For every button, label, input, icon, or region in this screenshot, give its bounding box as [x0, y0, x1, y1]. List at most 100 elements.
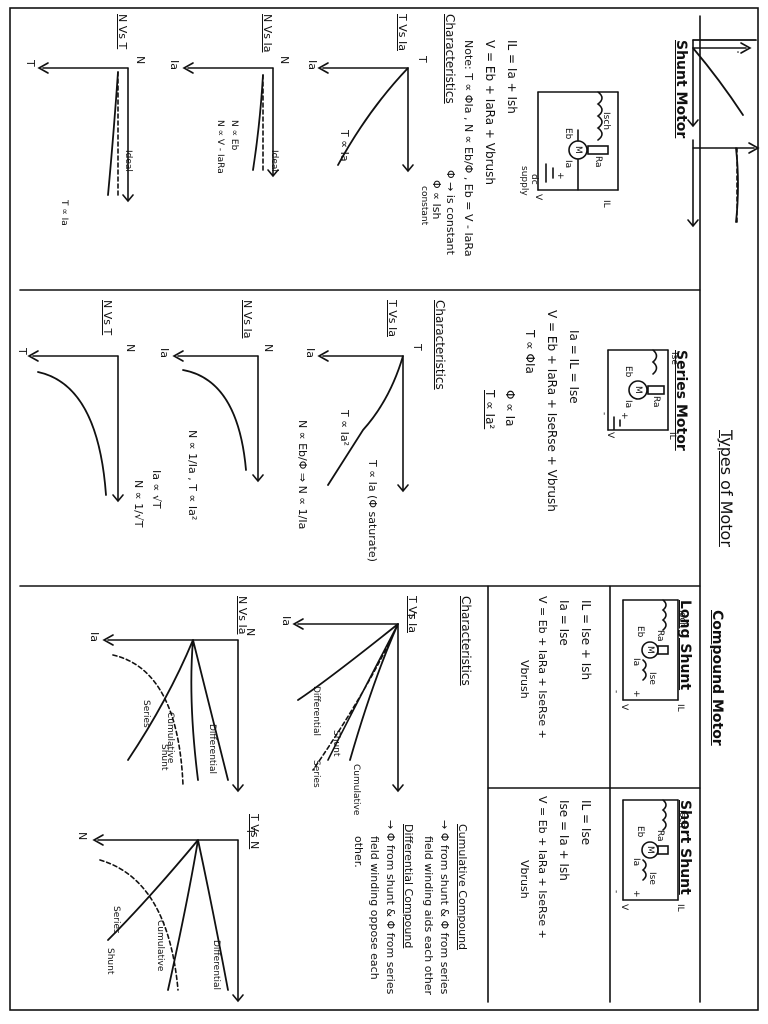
- shunt-phi-ish: Φ ∝ Ish: [430, 180, 443, 220]
- compound-note-5: field winding oppose each: [368, 836, 381, 980]
- long-eq1: IL = Ise + Ish: [579, 600, 593, 681]
- short-eq3: V = Eb + IaRa + IseRse +: [536, 796, 549, 939]
- long-lbl-ish: Isch: [677, 610, 687, 628]
- shunt-phi: Φ → is constant: [444, 170, 457, 255]
- shunt-graph-2: [687, 139, 760, 228]
- short-lbl-ise: Ise: [647, 872, 657, 885]
- shunt-g1-title: T Vs Ia: [396, 14, 409, 51]
- compound-g2-diff: Differential: [207, 724, 217, 774]
- shunt-graph-1: [687, 39, 757, 128]
- short-lbl-il: IL: [675, 904, 685, 912]
- series-eq4: Φ ∝ Ia: [503, 390, 517, 427]
- shunt-g3-ideal: Ideal: [123, 150, 133, 172]
- compound-g1-cum: Cumulative: [351, 764, 361, 816]
- series-speed-graph: [172, 350, 264, 483]
- short-lbl-v: V: [619, 904, 629, 911]
- series-nt-graph: [27, 350, 124, 503]
- shunt-g3-title: N Vs T: [116, 14, 129, 50]
- long-lbl-ra: Ra: [655, 630, 665, 642]
- compound-g1-shunt: Shunt: [331, 730, 341, 757]
- shunt-torque-line: [692, 47, 744, 116]
- short-lbl-ra: Ra: [655, 830, 665, 842]
- shunt-lbl-m: M: [573, 146, 583, 154]
- long-lbl-ia: Ia: [631, 658, 641, 667]
- compound-note-0: Cumulative Compound: [456, 824, 469, 951]
- compound-g3-shunt: Shunt: [105, 948, 115, 975]
- compound-g1-series: Series: [311, 760, 321, 788]
- shunt-speed-graph: [182, 62, 279, 178]
- short-lbl-ia: Ia: [631, 858, 641, 867]
- compound-g1-x: Ia: [280, 616, 293, 626]
- short-lbl-ish: Isch: [677, 810, 687, 828]
- series-lbl-v: V: [605, 432, 615, 439]
- shunt-lbl-ra: Ra: [593, 156, 603, 168]
- shunt-char: Characteristics: [443, 14, 457, 104]
- compound-note-1: → Φ from shunt & Φ from series: [438, 820, 451, 995]
- shunt-g1-curve: T ∝ Ia: [338, 130, 351, 162]
- shunt-torque-graph: [317, 62, 414, 173]
- long-shunt-circuit: [622, 599, 679, 701]
- shunt-g3-x: T: [24, 60, 37, 67]
- shunt-g2-x: Ia: [168, 60, 181, 70]
- shunt-constant: constant: [419, 186, 429, 226]
- short-shunt-circuit: [622, 799, 679, 901]
- shunt-g3-y: N: [134, 56, 147, 65]
- series-lbl-ise: Ise: [669, 352, 679, 365]
- long-eq3: V = Eb + IaRa + IseRse +: [536, 596, 549, 739]
- series-lbl-ra: Ra: [651, 396, 661, 408]
- series-lbl-eb: Eb: [623, 366, 633, 378]
- compound-g3-series: Series: [111, 906, 121, 934]
- short-lbl-m: M: [645, 846, 655, 854]
- shunt-g2-ideal: Ideal: [269, 150, 279, 172]
- series-g2-rel: N ∝ 1/Ia , T ∝ Ia²: [186, 430, 199, 521]
- shunt-eq1: IL = Ia + Ish: [505, 40, 519, 114]
- series-torque-graph: [317, 350, 409, 493]
- series-eq1: Ia = IL = Ise: [567, 330, 581, 404]
- series-circuit: [607, 349, 669, 431]
- shunt-g1-y: T: [416, 56, 429, 63]
- series-g2-y: N: [262, 344, 275, 353]
- shunt-lbl-il: IL: [601, 200, 611, 208]
- long-eq2: Ia = Ise: [557, 600, 571, 646]
- shunt-note: Note: T ∝ ΦIa , N ∝ Eb/Φ , Eb = V - IaRa: [462, 40, 475, 257]
- shunt-heading: Shunt Motor: [673, 40, 689, 139]
- series-char: Characteristics: [433, 300, 447, 390]
- shunt-g1-x: Ia: [306, 60, 319, 70]
- compound-speed-graph: [102, 634, 244, 793]
- shunt-circuit: [537, 91, 619, 191]
- compound-torque-graph: [292, 618, 404, 793]
- compound-g2-x: Ia: [88, 632, 101, 642]
- long-eq4: Vbrush: [518, 660, 531, 699]
- series-eq2: V = Eb + IaRa + IseRse + Vbrush: [545, 310, 559, 512]
- shunt-g2-y: N: [278, 56, 291, 65]
- long-lbl-ise: Ise: [647, 672, 657, 685]
- series-g1-c2: T ∝ Ia (Φ saturate): [366, 460, 379, 562]
- compound-note-6: other.: [352, 836, 365, 868]
- compound-g3-diff: Differential: [211, 940, 221, 990]
- shunt-lbl-eb: Eb: [563, 128, 573, 140]
- series-g2-title: N Vs Ia: [241, 300, 254, 339]
- shunt-lbl-plus: +: [555, 172, 565, 180]
- series-g1-c1: T ∝ Ia²: [338, 410, 351, 446]
- compound-g3-x: N: [76, 832, 89, 841]
- compound-note-3: Differential Compound: [402, 824, 415, 949]
- compound-note-4: → Φ from shunt & Φ from series: [384, 820, 397, 995]
- compound-heading: Compound Motor: [709, 610, 725, 746]
- compound-g2-y: N: [244, 628, 257, 637]
- shunt-field-coil: [596, 91, 603, 141]
- short-eq2: Ise = Ia + Ish: [557, 800, 571, 881]
- short-lbl-minus: -: [611, 890, 621, 894]
- long-lbl-v: V: [619, 704, 629, 711]
- page-border: [9, 7, 759, 1011]
- shunt-lbl-ish: Isch: [601, 112, 611, 130]
- long-lbl-plus: +: [631, 690, 641, 698]
- short-eq4: Vbrush: [518, 860, 531, 899]
- series-lbl-m: M: [633, 386, 643, 394]
- shunt-eq2: V = Eb + IaRa + Vbrush: [483, 40, 497, 186]
- compound-char: Characteristics: [459, 596, 473, 686]
- series-g3-r2: N ∝ 1/√T: [132, 480, 145, 528]
- shunt-lbl-v: V: [533, 194, 543, 201]
